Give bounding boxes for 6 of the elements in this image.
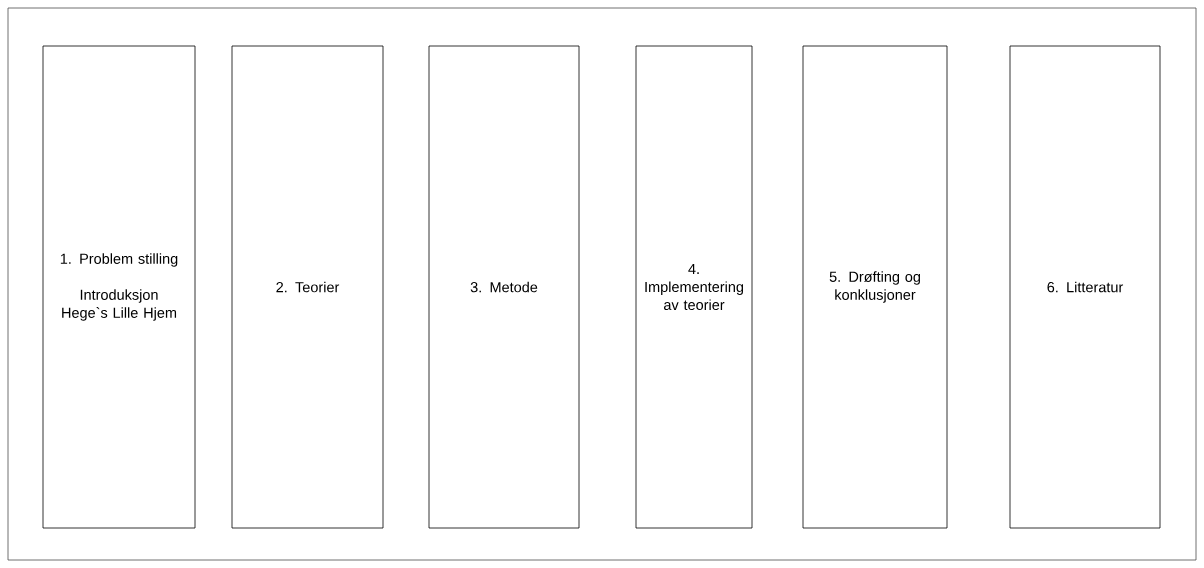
section-box: 6. Litteratur	[1009, 45, 1161, 529]
section-box: 4. Implementering av teorier	[635, 45, 753, 529]
section-box: 3. Metode	[428, 45, 580, 529]
section-box: 1. Problem stilling Introduksjon Hege`s Lille Hjem	[42, 45, 196, 529]
section-box: 2. Teorier	[231, 45, 384, 529]
section-box: 5. Drøfting og konklusjoner	[802, 45, 948, 529]
